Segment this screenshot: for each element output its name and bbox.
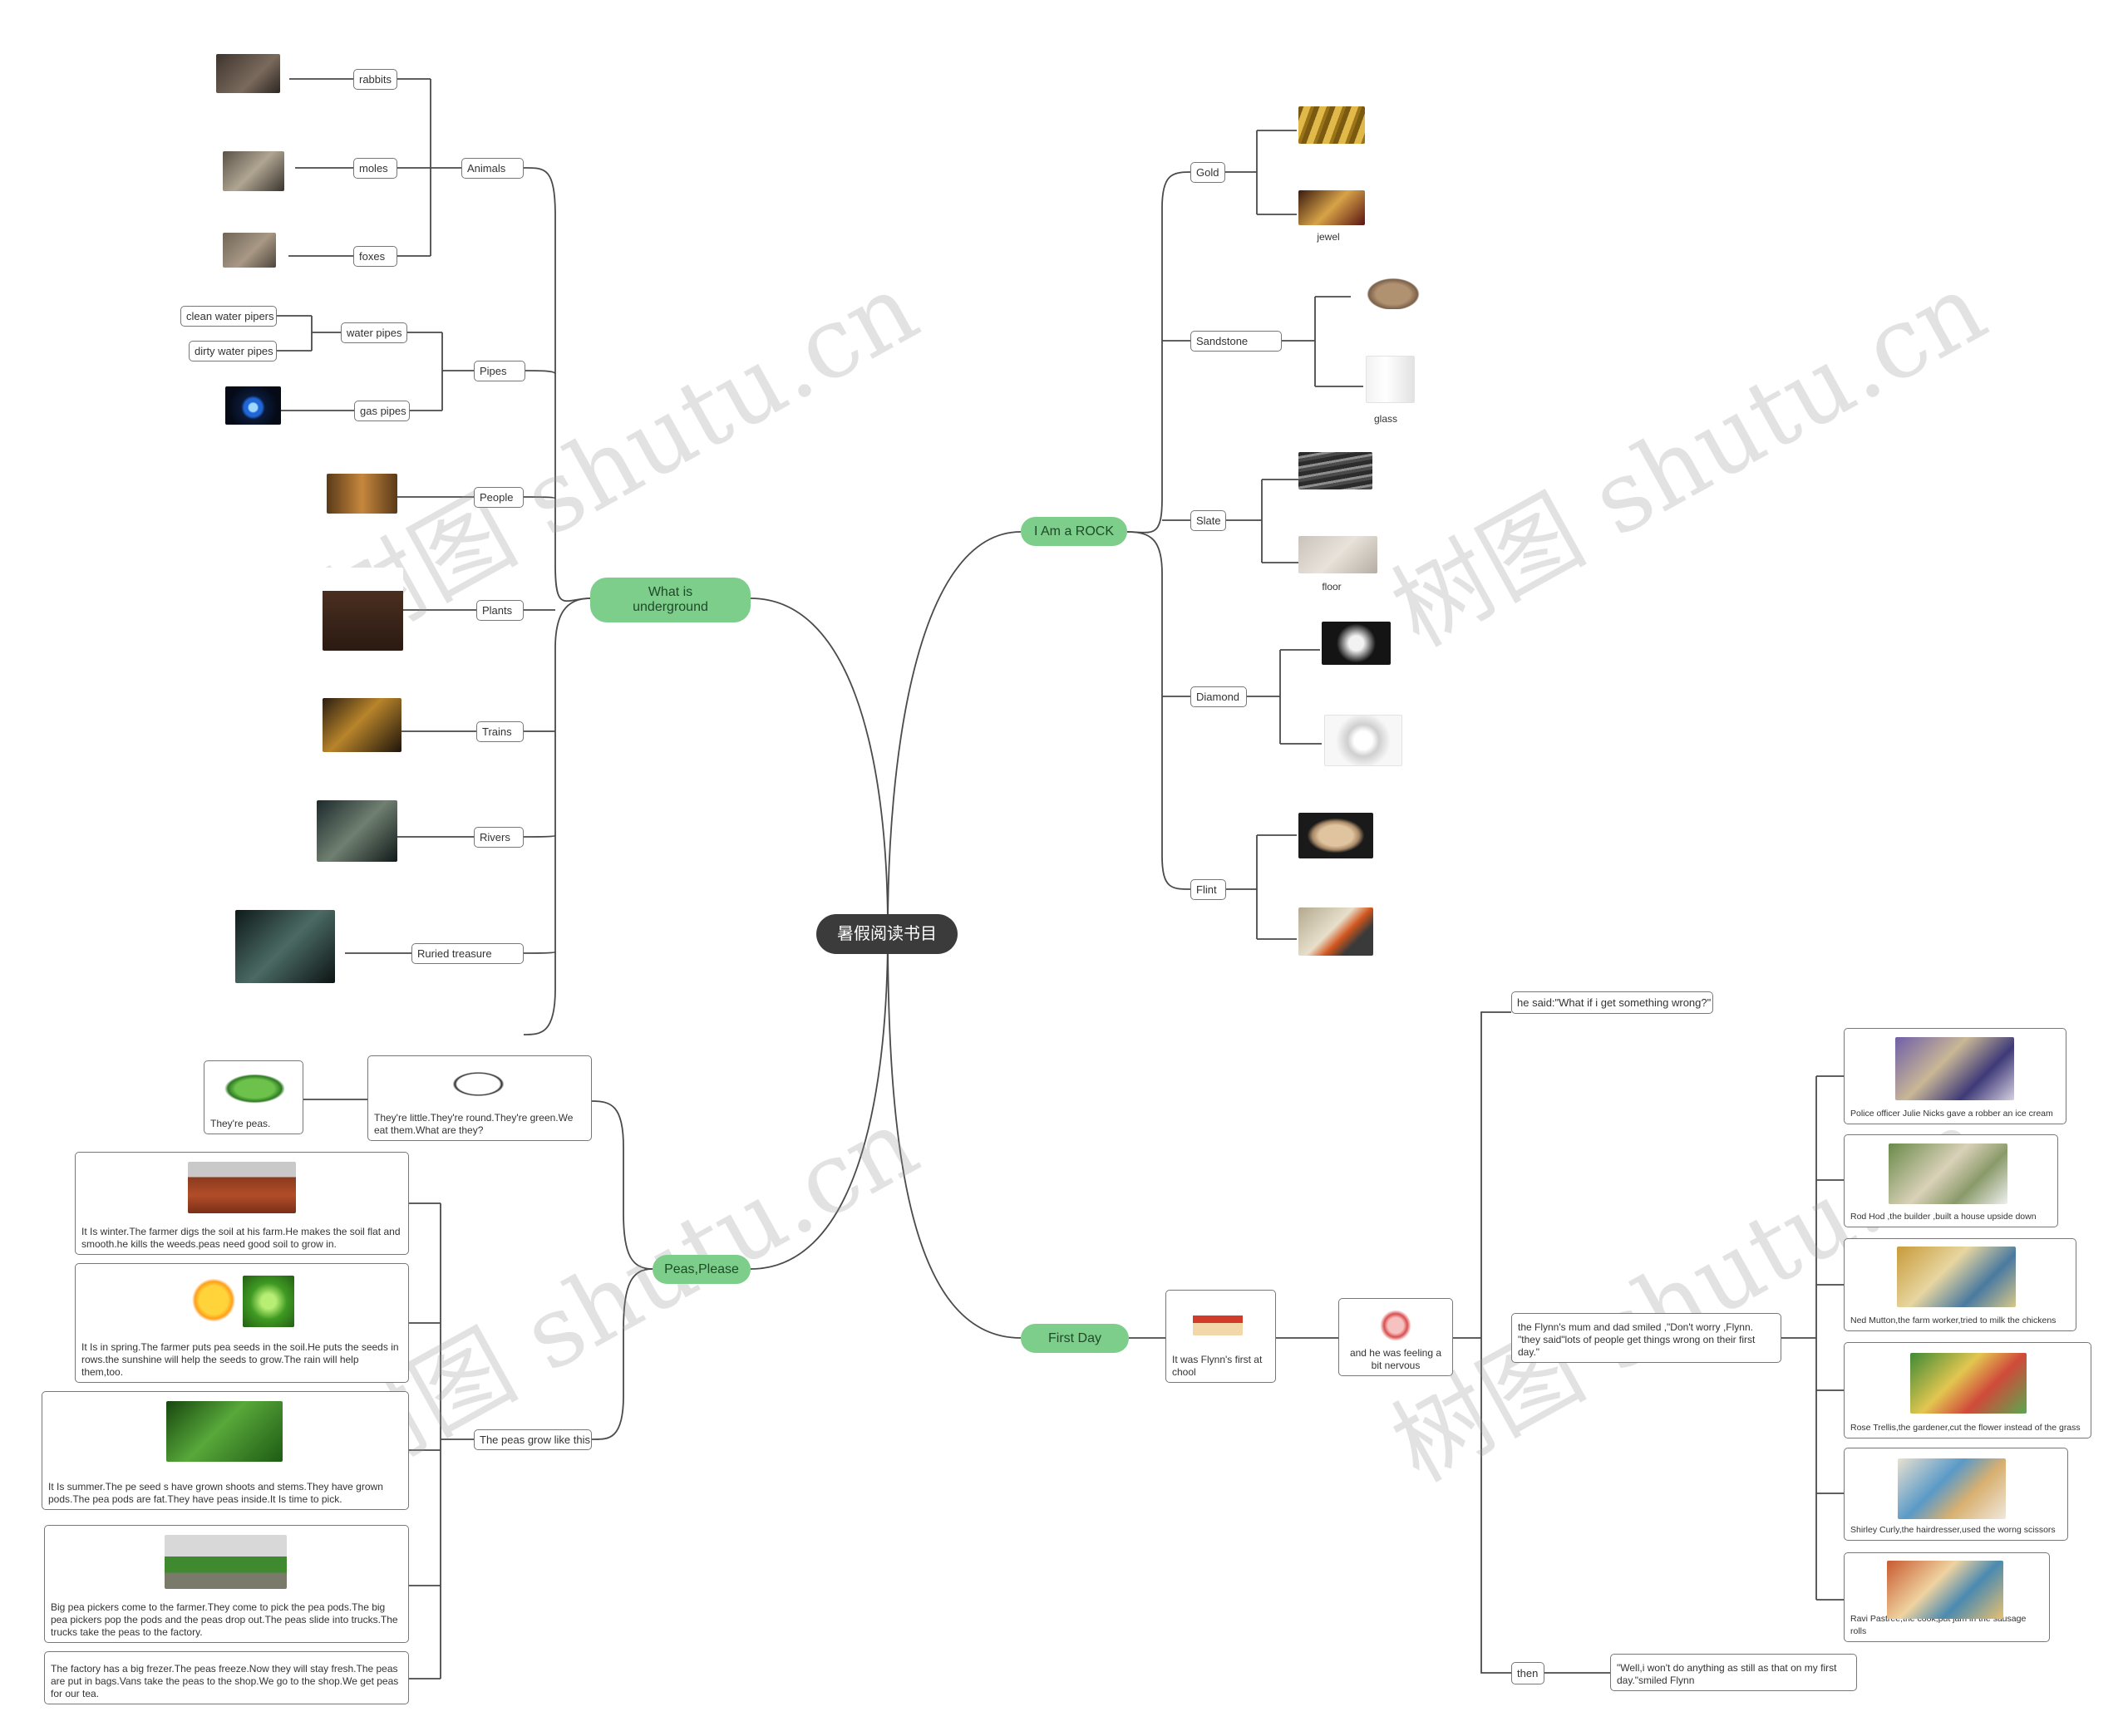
answer-text: They're peas. — [210, 1118, 271, 1129]
nervous-boy-icon — [1376, 1309, 1416, 1342]
glass-mug-photo — [1366, 356, 1415, 403]
card-first-at-school[interactable]: It was Flynn's first at chool — [1165, 1290, 1276, 1383]
rough-diamond-photo — [1322, 622, 1391, 665]
node-pipes[interactable]: Pipes — [474, 361, 525, 381]
node-dirty-water-pipes[interactable]: dirty water pipes — [189, 341, 277, 361]
node-diamond[interactable]: Diamond — [1190, 686, 1247, 707]
garden-illustration — [1910, 1353, 2027, 1414]
caption-glass: glass — [1373, 413, 1397, 425]
caption-floor: floor — [1322, 581, 1342, 593]
winter-field-photo — [188, 1162, 296, 1213]
treasure-photo — [235, 910, 335, 983]
question-cloud-icon — [439, 1065, 518, 1103]
peas-photo — [220, 1072, 289, 1105]
node-rivers[interactable]: Rivers — [474, 827, 524, 848]
caption-jewel: jewel — [1317, 231, 1340, 243]
node-clean-water-pipers[interactable]: clean water pipers — [180, 306, 277, 327]
train-photo — [323, 698, 401, 752]
fire-starter-photo — [1298, 907, 1373, 956]
node-then[interactable]: then — [1511, 1662, 1544, 1684]
topic-peas-please[interactable]: Peas,Please — [653, 1255, 751, 1284]
summer-text: It Is summer.The pe seed s have grown sh… — [48, 1481, 383, 1505]
hairdresser-illustration — [1898, 1458, 2006, 1519]
pickers-text: Big pea pickers come to the farmer.They … — [51, 1601, 398, 1638]
floor-photo — [1298, 536, 1377, 573]
factory-text: The factory has a big frezer.The peas fr… — [51, 1663, 399, 1699]
node-animals[interactable]: Animals — [461, 158, 524, 179]
node-slate[interactable]: Slate — [1190, 510, 1226, 531]
sandstone-photo — [1363, 276, 1423, 309]
cut-diamond-photo — [1324, 715, 1402, 766]
mistake-text: Rose Trellis,the gardener,cut the flower… — [1850, 1423, 2081, 1433]
topic-i-am-a-rock[interactable]: I Am a ROCK — [1021, 517, 1127, 546]
mistake-text: Ned Mutton,the farm worker,tried to milk… — [1850, 1316, 2057, 1325]
node-sandstone[interactable]: Sandstone — [1190, 331, 1282, 352]
police-illustration — [1895, 1037, 2014, 1100]
topic-first-day[interactable]: First Day — [1021, 1324, 1129, 1353]
node-ruried-treasure[interactable]: Ruried treasure — [411, 943, 524, 964]
node-gold[interactable]: Gold — [1190, 162, 1225, 183]
node-he-said[interactable]: he said:"What if i get something wrong?" — [1511, 991, 1713, 1014]
nervous-text: and he was feeling a bit nervous — [1349, 1347, 1442, 1371]
cave-river-photo — [317, 800, 397, 862]
winter-text: It Is winter.The farmer digs the soil at… — [81, 1226, 401, 1250]
card-spring[interactable]: It Is in spring.The farmer puts pea seed… — [75, 1263, 409, 1383]
school-text: It was Flynn's first at chool — [1172, 1354, 1263, 1378]
gold-bars-photo — [1298, 106, 1365, 144]
mistake-text: Shirley Curly,the hairdresser,used the w… — [1850, 1525, 2056, 1535]
pea-picker-photo — [165, 1535, 287, 1589]
node-foxes[interactable]: foxes — [353, 246, 397, 267]
school-icon — [1193, 1311, 1243, 1335]
slate-photo — [1298, 452, 1372, 489]
farm-illustration — [1897, 1247, 2016, 1307]
node-peas-grow[interactable]: The peas grow like this — [474, 1429, 592, 1450]
card-factory[interactable]: The factory has a big frezer.The peas fr… — [44, 1651, 409, 1704]
parents-text: the Flynn's mum and dad smiled ,"Don't w… — [1518, 1321, 1756, 1358]
mistake-text: Rod Hod ,the builder ,built a house upsi… — [1850, 1212, 2037, 1222]
tunnel-photo — [327, 474, 397, 514]
jewel-photo — [1298, 190, 1365, 225]
node-flint[interactable]: Flint — [1190, 879, 1226, 900]
node-moles[interactable]: moles — [353, 158, 397, 179]
plant-roots-photo — [323, 568, 403, 651]
card-final-quote[interactable]: "Well,i won't do anything as still as th… — [1610, 1654, 1857, 1691]
builder-illustration — [1889, 1143, 2007, 1204]
node-people[interactable]: People — [474, 487, 524, 508]
rabbit-photo — [216, 54, 280, 93]
node-trains[interactable]: Trains — [476, 721, 524, 742]
node-water-pipes[interactable]: water pipes — [341, 322, 407, 343]
cook-illustration — [1887, 1561, 2003, 1619]
pea-pods-photo — [166, 1401, 283, 1462]
final-quote-text: "Well,i won't do anything as still as th… — [1617, 1662, 1837, 1686]
fox-photo — [223, 233, 276, 268]
node-rabbits[interactable]: rabbits — [353, 69, 397, 90]
mole-photo — [223, 151, 284, 191]
riddle-text: They're little.They're round.They're gre… — [374, 1112, 574, 1136]
mistake-text: Police officer Julie Nicks gave a robber… — [1850, 1109, 2053, 1119]
sun-icon — [188, 1273, 239, 1327]
node-gas-pipes[interactable]: gas pipes — [354, 401, 410, 421]
central-topic[interactable]: 暑假阅读书目 — [816, 914, 958, 954]
topic-what-is-underground[interactable]: What is underground — [590, 578, 751, 622]
card-parents[interactable]: the Flynn's mum and dad smiled ,"Don't w… — [1511, 1313, 1781, 1363]
node-plants[interactable]: Plants — [476, 600, 524, 621]
gas-flame-photo — [225, 386, 281, 425]
flint-stone-photo — [1298, 813, 1373, 858]
seedling-photo — [243, 1276, 294, 1327]
spring-text: It Is in spring.The farmer puts pea seed… — [81, 1341, 399, 1378]
